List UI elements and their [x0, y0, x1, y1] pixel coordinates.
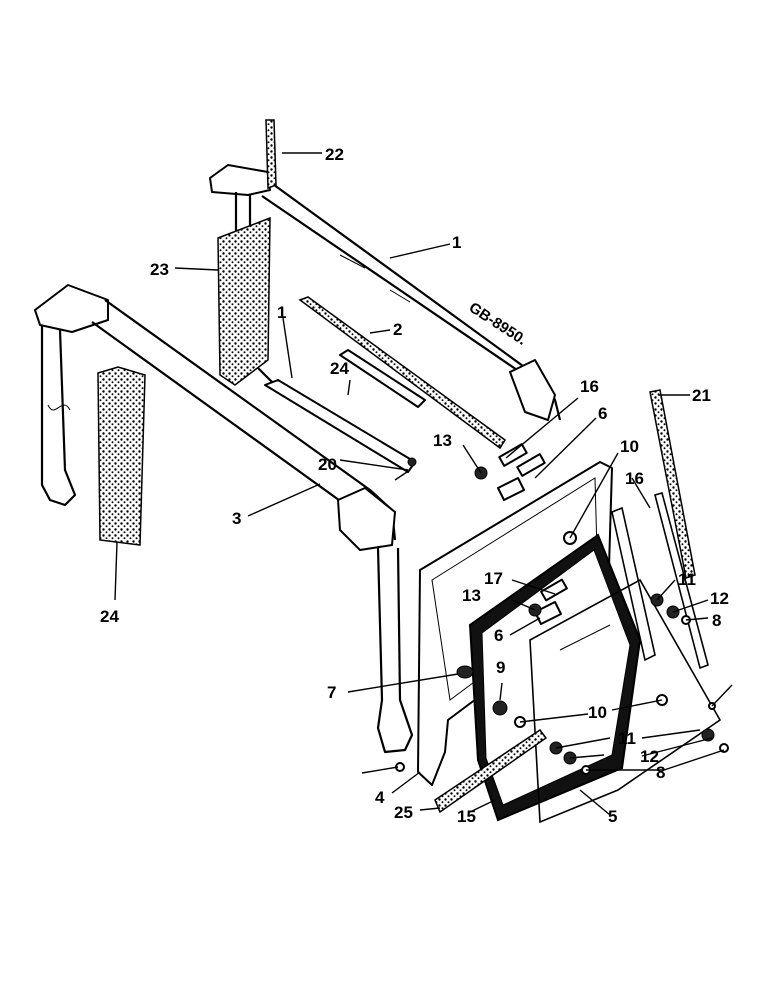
callout-3: 3	[232, 509, 241, 528]
callout-18: 20	[318, 455, 337, 474]
callout-11-upper: 11	[678, 570, 696, 589]
callout-15: 16	[625, 469, 644, 488]
callout-8-upper: 8	[712, 611, 721, 630]
callout-13-lower: 13	[462, 586, 481, 605]
callout-21: 24	[330, 359, 349, 378]
callout-7: 7	[327, 683, 336, 702]
leader-lines	[114, 152, 733, 816]
strip-15b	[654, 492, 709, 670]
callout-1-frame: 1	[452, 233, 461, 252]
callouts: 22 1 23 1 2 24 16 21 6 13 10 20 16 3 11 …	[100, 145, 729, 826]
callout-11-lower: 11	[618, 729, 636, 748]
callout-4: 4	[375, 788, 385, 807]
callout-9: 9	[496, 658, 505, 677]
front-frame	[34, 284, 414, 754]
panel-20	[97, 366, 146, 546]
glass-pane	[529, 578, 722, 824]
callout-1-inner: 1	[277, 303, 286, 322]
strip-17-right	[649, 389, 696, 579]
callout-12-upper: 12	[710, 589, 729, 608]
callout-6-lower: 6	[494, 626, 503, 645]
callout-16-lower: 17	[484, 569, 503, 588]
strip-17-upper	[265, 119, 277, 190]
callout-10-lower: 10	[588, 703, 607, 722]
strip-15	[611, 506, 656, 662]
callout-8-lower: 8	[656, 763, 665, 782]
strip-2	[298, 296, 507, 450]
callout-19: 23	[150, 260, 169, 279]
callout-22: 25	[394, 803, 413, 822]
hardware	[395, 443, 729, 775]
panel-19	[217, 216, 271, 386]
callout-17-right: 21	[692, 386, 711, 405]
callout-17-top: 22	[325, 145, 344, 164]
callout-14: 15	[457, 807, 476, 826]
callout-16-upper: 16	[580, 377, 599, 396]
callout-13-upper: 13	[433, 431, 452, 450]
callout-6-upper: 6	[598, 404, 607, 423]
callout-12-lower: 12	[640, 747, 659, 766]
callout-2: 2	[393, 320, 402, 339]
callout-20: 24	[100, 607, 119, 626]
callout-5: 5	[608, 807, 617, 826]
callout-10-upper: 10	[620, 437, 639, 456]
